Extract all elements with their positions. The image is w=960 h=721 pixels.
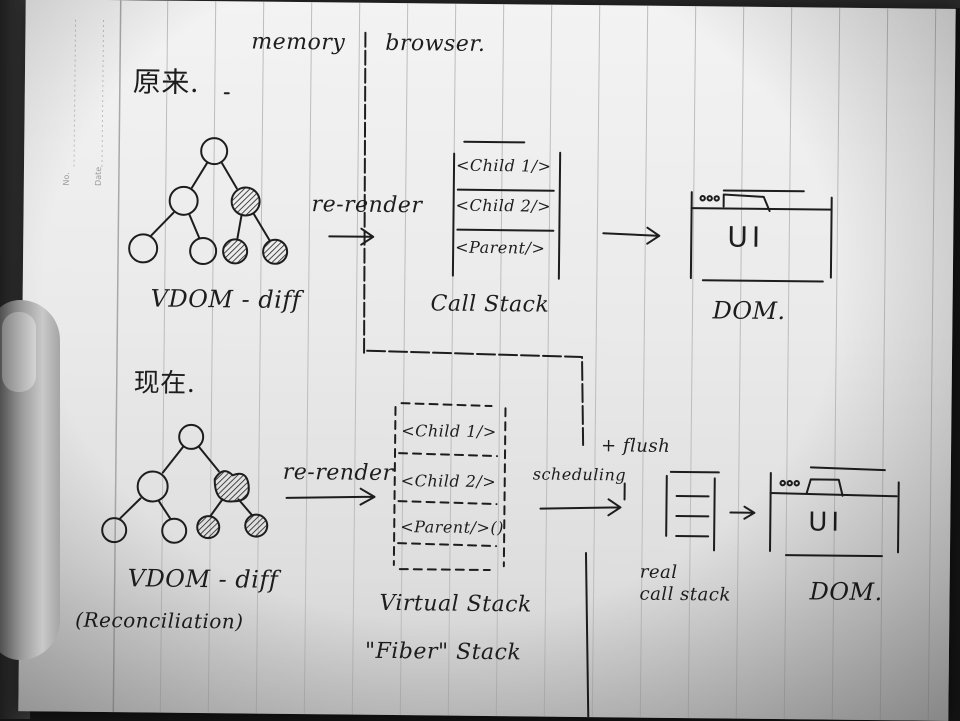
virtual-stack-label: Virtual Stack: [379, 591, 532, 618]
call-stack-item-3: <Parent/>: [455, 238, 545, 258]
virtual-stack-item-1: <Child 1/>: [401, 421, 497, 441]
vdom-tree-bottom: [102, 424, 268, 544]
vdom-diff-label-top: VDOM - diff: [150, 284, 301, 314]
virtual-stack-item-3: <Parent/>(): [400, 517, 504, 537]
scheduling-label: scheduling: [533, 464, 626, 484]
call-stack-item-2: <Child 2/>: [456, 196, 552, 216]
dom-label-bottom: DOM.: [809, 577, 882, 606]
real-stack-label-1: real: [640, 562, 678, 583]
dom-ui-label-bottom: UI: [808, 507, 843, 537]
fiber-stack-label: "Fiber" Stack: [365, 639, 522, 666]
reconciliation-label: (Reconciliation): [75, 608, 244, 634]
top-section-title: 原来.: [133, 60, 200, 101]
rerender-arrow-bottom: [286, 488, 374, 505]
arrow-to-dom-top: [603, 227, 659, 244]
call-stack-item-1: <Child 1/>: [456, 156, 552, 176]
real-stack-label-2: call stack: [639, 584, 730, 606]
thumb-nail: [2, 312, 36, 392]
rerender-arrow-top: [329, 228, 373, 244]
rerender-label-bottom: re-render: [283, 460, 394, 486]
flush-label: + flush: [601, 435, 670, 457]
rerender-label-top: re-render: [311, 192, 422, 218]
scheduling-arrow: [540, 499, 620, 516]
memory-header: memory: [251, 30, 345, 56]
vdom-diff-label-bottom: VDOM - diff: [128, 564, 279, 594]
browser-header: browser.: [385, 31, 485, 57]
vdom-tree-top: [129, 137, 288, 265]
call-stack-label: Call Stack: [430, 291, 549, 317]
notebook-page: No. Date: [18, 0, 955, 721]
dom-ui-label-top: UI: [727, 221, 764, 254]
virtual-stack-item-2: <Child 2/>: [401, 471, 497, 491]
arrow-to-dom-bottom: [730, 507, 754, 519]
bottom-section-title: 现在.: [134, 362, 196, 400]
real-call-stack: [666, 472, 719, 551]
dom-label-top: DOM.: [712, 296, 785, 325]
